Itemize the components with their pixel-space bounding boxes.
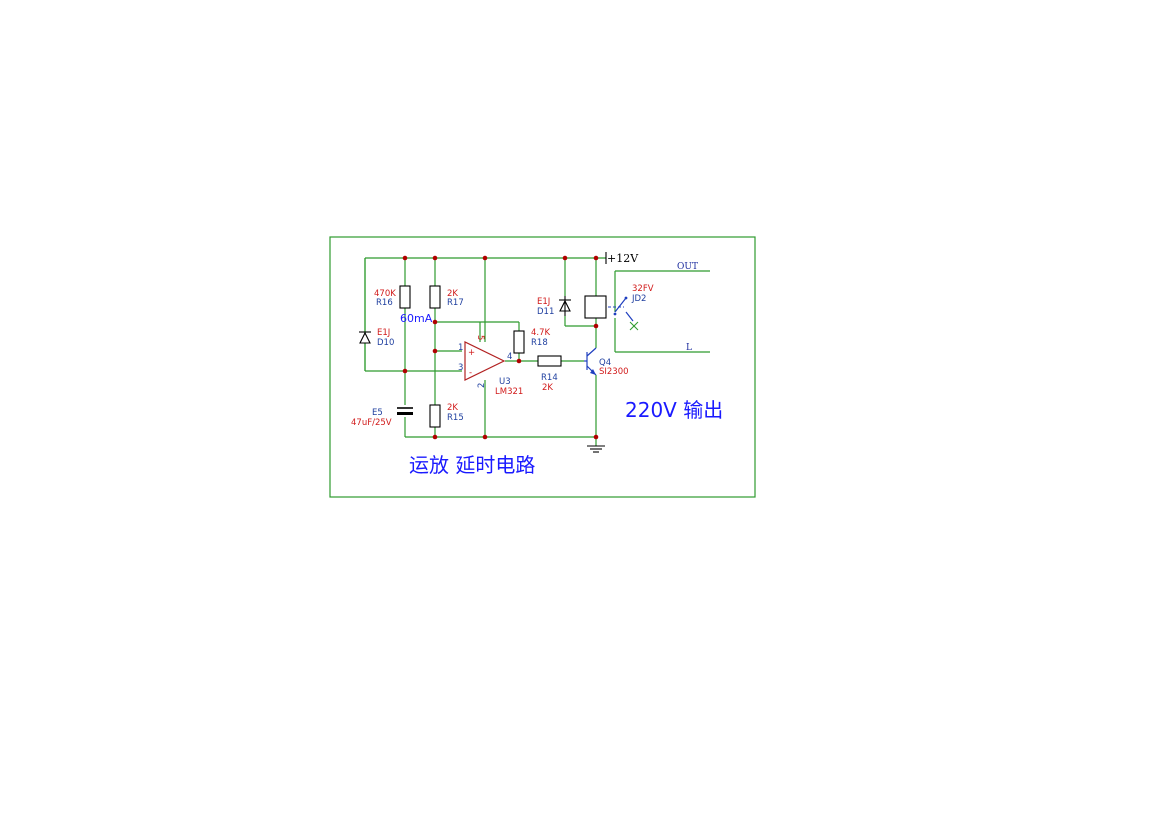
junctions xyxy=(402,255,599,440)
current-note: 60mA xyxy=(400,312,433,325)
r16-value: 470K xyxy=(374,289,396,299)
d11-ref: D11 xyxy=(537,307,554,317)
resistor-r17 xyxy=(429,285,441,309)
resistor-r15 xyxy=(429,404,441,428)
q4-ref: Q4 xyxy=(599,358,611,368)
jd2-ref: JD2 xyxy=(631,294,646,304)
u3-pin5: 5 xyxy=(475,335,485,340)
u3-ref: U3 xyxy=(499,377,511,387)
diode-d10 xyxy=(359,258,371,371)
u3-value: LM321 xyxy=(495,387,523,397)
ground-icon xyxy=(587,445,605,453)
opamp-u3 xyxy=(464,341,506,381)
u3-pin3: 3 xyxy=(458,363,463,373)
supply-label: +12V xyxy=(607,252,639,265)
r15-ref: R15 xyxy=(447,413,464,423)
line-label: L xyxy=(686,343,692,353)
r17-ref: R17 xyxy=(447,298,464,308)
d10-ref: D10 xyxy=(377,338,394,348)
relay-coil-jd2 xyxy=(584,295,607,319)
resistor-r18 xyxy=(513,330,525,354)
u3-pin2: 2 xyxy=(477,383,487,388)
r16-ref: R16 xyxy=(376,298,393,308)
d11-value: E1J xyxy=(537,297,550,307)
resistor-r16 xyxy=(399,285,411,309)
q4-value: SI2300 xyxy=(599,367,629,377)
r18-ref: R18 xyxy=(531,338,548,348)
capacitor-e5 xyxy=(397,407,413,415)
u3-minus: - xyxy=(469,368,472,378)
r14-ref: R14 xyxy=(541,373,558,383)
frame-border xyxy=(329,236,756,498)
relay-contact-jd2 xyxy=(608,296,639,331)
title-output: 220V 输出 xyxy=(625,398,723,422)
r15-value: 2K xyxy=(447,403,458,413)
out-label: OUT xyxy=(677,262,698,272)
e5-ref: E5 xyxy=(372,408,383,418)
title-circuit: 运放 延时电路 xyxy=(409,453,535,477)
e5-value: 47uF/25V xyxy=(351,418,392,428)
u3-plus: + xyxy=(468,348,475,358)
d10-value: E1J xyxy=(377,328,390,338)
u3-pin4: 4 xyxy=(507,352,512,362)
r18-value: 4.7K xyxy=(531,328,551,338)
r17-value: 2K xyxy=(447,289,458,299)
r14-value: 2K xyxy=(542,383,553,393)
u3-pin1: 1 xyxy=(458,343,463,353)
resistor-r14 xyxy=(537,355,562,367)
transistor-q4 xyxy=(584,347,597,376)
diode-d11 xyxy=(559,296,571,316)
jd2-value: 32FV xyxy=(632,284,654,294)
